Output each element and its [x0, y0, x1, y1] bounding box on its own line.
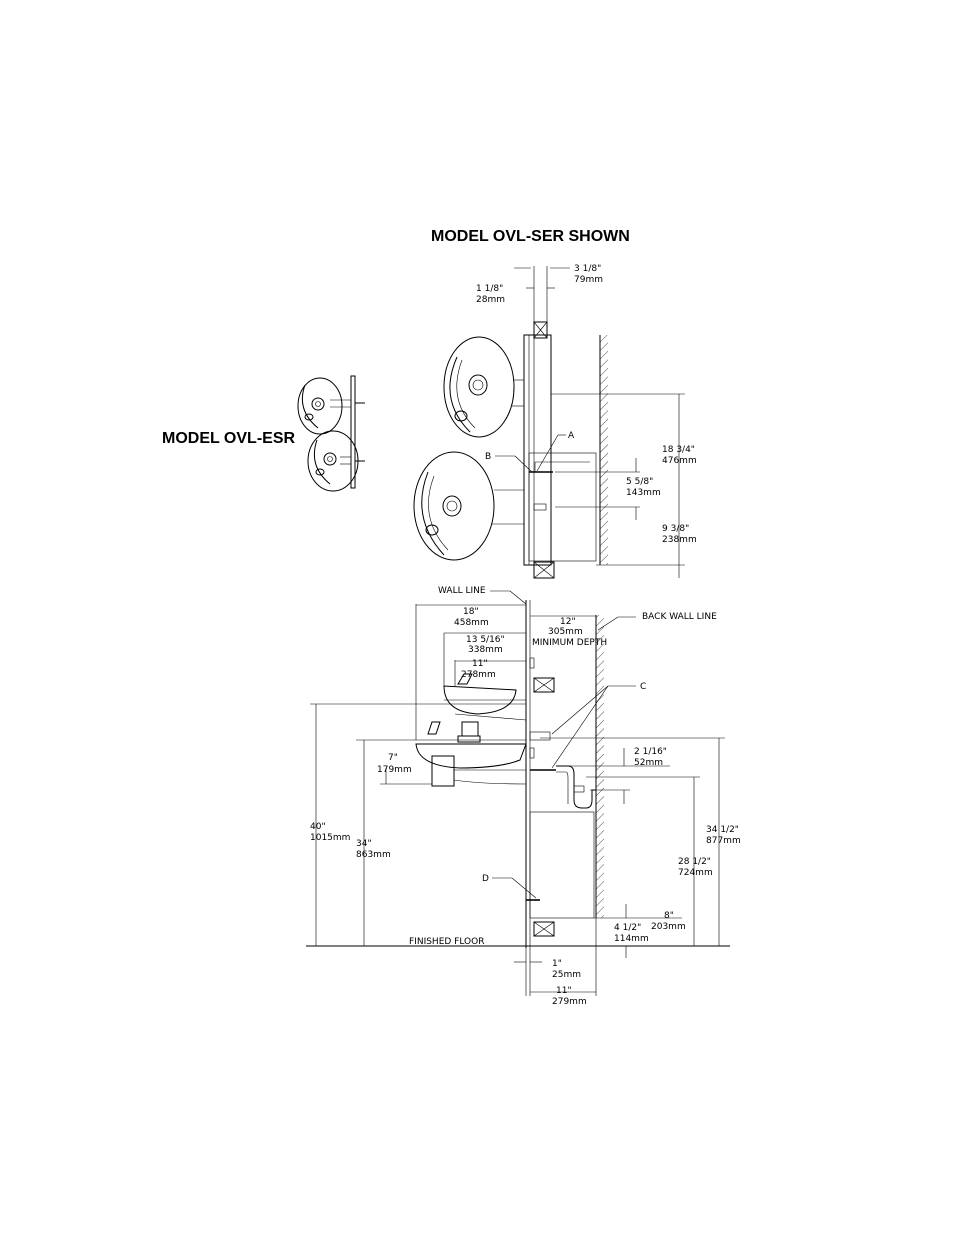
label-d: D — [482, 874, 489, 884]
dim-13-5-16-in: 13 5/16" — [466, 635, 505, 645]
dim-2-1-16-in: 2 1/16" — [634, 747, 667, 757]
label-wall-line: WALL LINE — [438, 586, 486, 596]
dim-34-1-2-in: 34 1/2" — [706, 825, 739, 835]
dim-18-in: 18" — [463, 607, 479, 617]
dim-7-in: 7" — [388, 753, 398, 763]
dim-34-in: 34" — [356, 839, 372, 849]
title-model-ovl-ser: MODEL OVL-SER SHOWN — [431, 228, 630, 245]
dim-28-1-2-in: 28 1/2" — [678, 857, 711, 867]
dim-5-5-8-in: 5 5/8" — [626, 477, 653, 487]
dim-11-top-in: 11" — [472, 659, 488, 669]
dim-5-5-8-mm: 143mm — [626, 488, 661, 498]
dim-9-3-8-in: 9 3/8" — [662, 524, 689, 534]
dim-11-bot-in: 11" — [556, 986, 572, 996]
dim-1-1-8-in: 1 1/8" — [476, 284, 503, 294]
dim-34-mm: 863mm — [356, 850, 391, 860]
dim-12-in: 12" — [560, 617, 576, 627]
label-back-wall-line: BACK WALL LINE — [642, 612, 717, 622]
dim-4-1-2-mm: 114mm — [614, 934, 649, 944]
dim-11-top-mm: 278mm — [461, 670, 496, 680]
label-c: C — [640, 682, 646, 692]
dim-18-3-4-mm: 476mm — [662, 456, 697, 466]
dim-28-1-2-mm: 724mm — [678, 868, 713, 878]
label-finished-floor: FINISHED FLOOR — [409, 937, 484, 947]
ovl-ser-front-elevation — [413, 266, 685, 579]
dim-18-3-4-in: 18 3/4" — [662, 445, 695, 455]
dim-1-mm: 25mm — [552, 970, 581, 980]
side-elevation — [306, 590, 730, 996]
dim-40-mm: 1015mm — [310, 833, 350, 843]
dimension-labels: 3 1/8" 79mm 1 1/8" 28mm 18 3/4" 476mm 5 … — [310, 264, 741, 1007]
label-b: B — [485, 452, 491, 462]
dim-7-mm: 179mm — [377, 765, 412, 775]
dim-18-mm: 458mm — [454, 618, 489, 628]
dim-12-mm: 305mm — [548, 627, 583, 637]
dim-8-in: 8" — [664, 911, 674, 921]
dim-11-bot-mm: 279mm — [552, 997, 587, 1007]
dim-40-in: 40" — [310, 822, 326, 832]
ovl-esr-elevation — [297, 375, 365, 492]
dim-12-note: MINIMUM DEPTH — [532, 638, 607, 648]
dim-1-1-8-mm: 28mm — [476, 295, 505, 305]
title-model-ovl-esr: MODEL OVL-ESR — [162, 430, 296, 447]
dim-34-1-2-mm: 877mm — [706, 836, 741, 846]
dim-2-1-16-mm: 52mm — [634, 758, 663, 768]
dim-8-mm: 203mm — [651, 922, 686, 932]
dim-1-in: 1" — [552, 959, 562, 969]
dim-3-1-8-mm: 79mm — [574, 275, 603, 285]
dim-4-1-2-in: 4 1/2" — [614, 923, 641, 933]
dim-13-5-16-mm: 338mm — [468, 645, 503, 655]
label-a: A — [568, 431, 575, 441]
dim-9-3-8-mm: 238mm — [662, 535, 697, 545]
dim-3-1-8-in: 3 1/8" — [574, 264, 601, 274]
